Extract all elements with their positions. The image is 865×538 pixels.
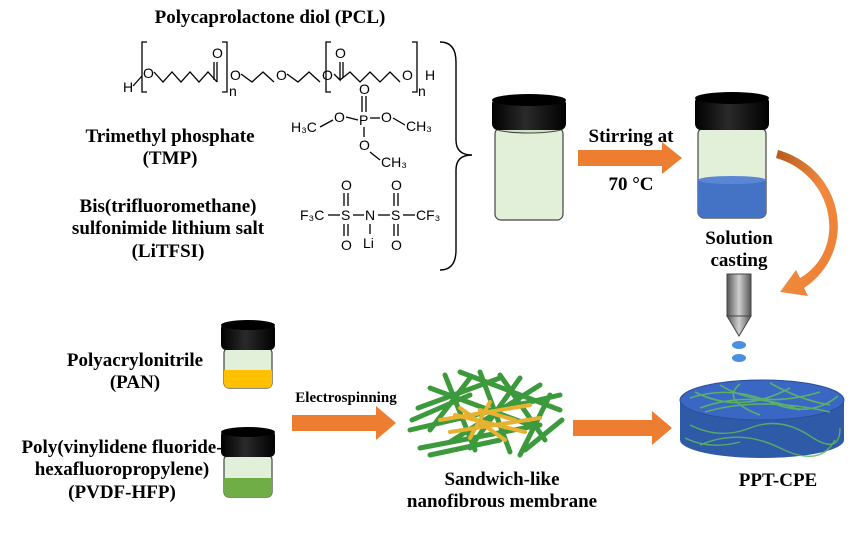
pcl-o2: O xyxy=(230,67,241,83)
tmp-label: Trimethyl phosphate (TMP) xyxy=(60,126,280,171)
ppt-cpe-membrane xyxy=(679,379,845,458)
droplet-2 xyxy=(732,354,746,362)
arrow-electrospinning xyxy=(292,406,396,440)
electrospinning-label: Electrospinning xyxy=(295,390,397,406)
litfsi-cf3-right: CF₃ xyxy=(416,207,440,223)
litfsi-structure: F₃C S O O N Li S O O CF₃ xyxy=(300,177,440,253)
vial-pvdf xyxy=(221,427,275,498)
pvdf-label-line1: Poly(vinylidene fluoride- xyxy=(21,437,223,458)
stirring-label-line1: Stirring at xyxy=(588,126,674,147)
pcl-label: Polycaprolactone diol (PCL) xyxy=(154,7,386,28)
vial-pan xyxy=(221,320,275,389)
litfsi-label-line1: Bis(trifluoromethane) xyxy=(79,196,257,217)
litfsi-s-right: S xyxy=(391,207,400,223)
arrow-to-product xyxy=(573,411,672,445)
pcl-n2: n xyxy=(418,83,426,99)
arrow-stirring xyxy=(578,142,682,174)
pvdf-label-line2: hexafluoropropylene) xyxy=(34,459,210,481)
litfsi-label-line3: (LiTFSI) xyxy=(131,240,205,262)
litfsi-s-left: S xyxy=(341,207,350,223)
litfsi-o1: O xyxy=(341,177,352,193)
tmp-ch3-left: H₃C xyxy=(291,119,317,135)
litfsi-label-line2: sulfonimide lithium salt xyxy=(71,218,265,240)
tmp-ch3-right: CH₃ xyxy=(406,118,432,134)
casting-label: Solution casting xyxy=(684,228,794,273)
pcl-o4: O xyxy=(322,67,333,83)
pvdf-label-line3: (PVDF-HFP) xyxy=(68,481,176,503)
stirring-label-line2: 70 °C xyxy=(608,174,654,196)
litfsi-o4: O xyxy=(391,237,402,253)
casting-label-line1: Solution xyxy=(705,228,773,249)
litfsi-cf3-left: F₃C xyxy=(300,207,324,223)
arrow-casting xyxy=(776,150,838,296)
reagent-brace xyxy=(439,41,473,271)
tmp-o-bottom: O xyxy=(359,137,370,153)
pcl-o3: O xyxy=(276,67,287,83)
nanofibrous-membrane xyxy=(407,369,565,458)
pan-label-line2: (PAN) xyxy=(109,372,161,394)
litfsi-o3: O xyxy=(391,177,402,193)
pcl-o-carbonyl1: O xyxy=(212,45,223,61)
membrane-label-line1: Sandwich-like xyxy=(444,469,560,490)
pvdf-label: Poly(vinylidene fluoride- hexafluoroprop… xyxy=(2,437,242,504)
tmp-structure: H₃C O P O O CH₃ O CH₃ xyxy=(291,81,432,170)
pcl-o5: O xyxy=(402,67,413,83)
tmp-ch3-bottom: CH₃ xyxy=(381,154,407,170)
casting-label-line2: casting xyxy=(710,250,768,272)
pan-label-line1: Polyacrylonitrile xyxy=(66,350,204,371)
pcl-o-carbonyl2: O xyxy=(335,45,346,61)
product-label: PPT-CPE xyxy=(738,470,818,491)
tmp-o-left: O xyxy=(334,109,345,125)
litfsi-o2: O xyxy=(341,237,352,253)
membrane-label: Sandwich-like nanofibrous membrane xyxy=(402,469,602,514)
droplet-1 xyxy=(732,341,746,349)
vial-mixture xyxy=(492,94,566,221)
pan-label: Polyacrylonitrile (PAN) xyxy=(40,350,230,395)
tmp-o-top: O xyxy=(359,81,370,97)
pcl-structure: H O O n O O O O O n H xyxy=(123,41,435,99)
pcl-n1: n xyxy=(229,83,237,99)
pcl-h-right: H xyxy=(425,67,435,83)
litfsi-li: Li xyxy=(363,235,374,251)
tmp-p: P xyxy=(359,112,368,128)
tmp-o-right: O xyxy=(381,109,392,125)
tmp-label-line1: Trimethyl phosphate xyxy=(85,126,255,147)
stirring-label: Stirring at 70 °C xyxy=(576,126,686,197)
tmp-label-line2: (TMP) xyxy=(142,148,198,170)
pcl-h-left: H xyxy=(123,79,133,95)
membrane-label-line2: nanofibrous membrane xyxy=(406,491,598,513)
pcl-o1: O xyxy=(143,65,154,81)
litfsi-label: Bis(trifluoromethane) sulfonimide lithiu… xyxy=(48,196,288,263)
litfsi-n: N xyxy=(365,207,375,223)
syringe-needle xyxy=(726,273,752,337)
vial-solution xyxy=(695,92,769,219)
